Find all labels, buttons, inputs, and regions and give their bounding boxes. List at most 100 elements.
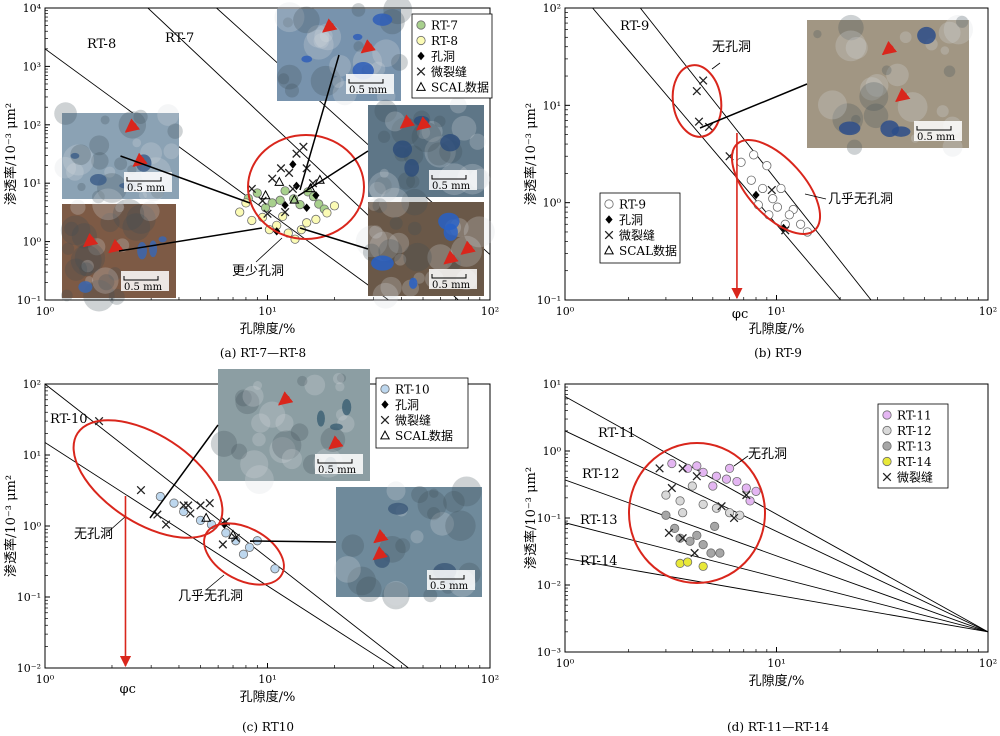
- panel-c-point-微裂缝: [136, 485, 146, 495]
- photo-pore: [78, 281, 93, 293]
- photo-pore: [440, 134, 461, 152]
- photo-grain: [956, 15, 969, 28]
- panel-c-y-tick-label: 10⁻²: [17, 662, 41, 675]
- photo-grain: [423, 588, 438, 603]
- panel-c-phi-c-label: φc: [119, 682, 135, 697]
- photo-red-arrow: [416, 116, 432, 131]
- panel-b-point-微裂缝: [767, 185, 777, 195]
- photo-grain: [846, 139, 863, 155]
- photo-grain: [382, 581, 410, 610]
- panel-b-legend-marker: [604, 230, 614, 240]
- panel-b-y-tick-label: 10¹: [543, 99, 561, 112]
- panel-b-rt-label: RT-9: [620, 19, 649, 34]
- photo-pore: [70, 152, 80, 159]
- photo-pore: [404, 159, 420, 177]
- panel-d-legend-label: RT-12: [897, 424, 932, 438]
- photo-grain: [138, 191, 147, 200]
- photo-grain: [293, 6, 320, 34]
- panel-c-x-axis-label: 孔隙度/%: [240, 689, 296, 705]
- panel-b-point-RT-9: [795, 219, 806, 229]
- photo-grain: [379, 187, 410, 218]
- photo-leader-line: [699, 83, 808, 129]
- panel-b-y-tick-label: 10⁻¹: [537, 294, 561, 307]
- photo-grain: [407, 221, 422, 236]
- panel-b-leader: [711, 62, 721, 70]
- photo-grain: [377, 130, 391, 143]
- photo-grain: [899, 31, 912, 44]
- panel-d-point-微裂缝: [692, 471, 702, 481]
- panel-a-point-孔洞: [289, 160, 297, 169]
- panel-a-legend-marker: [416, 20, 426, 30]
- panel-b-point-RT-9: [749, 150, 759, 160]
- panel-d-point-RT-11: [692, 461, 702, 471]
- panel-a-y-tick-label: 10⁻¹: [17, 294, 41, 307]
- photo-grain: [281, 448, 303, 470]
- panel-a-legend-marker: [416, 67, 426, 76]
- photo-grain: [274, 2, 305, 33]
- scale-bar-box: [429, 170, 477, 190]
- panel-d-rt-label: RT-11: [598, 426, 636, 441]
- panel-a-y-tick-label: 10¹: [23, 177, 41, 190]
- photo-grain: [304, 374, 326, 396]
- panel-c-annotation: 几乎无孔洞: [178, 589, 243, 604]
- photo-grain: [108, 267, 122, 281]
- photo-grain: [411, 486, 429, 504]
- panel-a-point-RT-8: [329, 201, 340, 211]
- panel-c-y-tick-label: 10¹: [23, 449, 41, 462]
- panel-d-rt-line: [565, 479, 988, 633]
- panel-a-point-微裂缝: [280, 207, 290, 217]
- photo-grain: [157, 104, 179, 126]
- photo-grain: [89, 135, 110, 156]
- photo-grain: [394, 253, 407, 266]
- photo-grain: [277, 64, 302, 90]
- panel-b-y-tick-label: 10²: [543, 2, 561, 15]
- panel-d-legend-label: RT-14: [897, 455, 932, 469]
- panel-d-x-tick-label: 10²: [979, 657, 997, 670]
- photo-grain: [410, 530, 424, 544]
- panel-b-leader: [804, 193, 827, 200]
- scale-bar-label: 0.5 mm: [432, 181, 471, 192]
- panel-d-rt-lines: [565, 396, 988, 633]
- photo-grain: [881, 65, 892, 76]
- panel-c-point-微裂缝: [161, 520, 171, 529]
- photo-grain: [374, 99, 398, 123]
- photo-grain: [389, 216, 403, 230]
- panel-a-annotation-leader: [255, 237, 283, 263]
- panel-b-legend-label: 孔洞: [619, 213, 643, 227]
- photo-grain: [278, 73, 290, 85]
- panel-a-legend-label: SCAL数据: [431, 80, 489, 95]
- photo-grain: [865, 74, 889, 97]
- photo-pore: [342, 399, 352, 416]
- panel-a-y-tick-label: 10⁰: [23, 236, 42, 249]
- photo-grain: [368, 171, 400, 203]
- photo-grain: [70, 244, 102, 276]
- photo-pore: [838, 121, 861, 136]
- panel-d-point-RT-13: [698, 540, 708, 550]
- panel-c-legend-marker: [379, 430, 391, 440]
- photo-grain: [139, 201, 160, 222]
- photo-grain: [369, 225, 383, 239]
- photo-pore: [149, 240, 158, 258]
- panel-d-y-tick-label: 10¹: [543, 378, 561, 391]
- thin-section-photo: 0.5 mm: [334, 476, 482, 610]
- panel-c-point-微裂缝: [205, 498, 214, 508]
- panel-b-point-RT-9: [758, 183, 768, 194]
- scale-bar-label: 0.5 mm: [430, 581, 469, 592]
- photo-grain: [332, 372, 345, 385]
- panel-b-legend-label: RT-9: [619, 198, 646, 212]
- panel-c-rt-label: RT-10: [50, 412, 88, 427]
- panel-c-x-tick-label: 10¹: [258, 673, 276, 686]
- photo-grain: [341, 534, 365, 557]
- panel-d-point-RT-12: [711, 503, 722, 513]
- panel-d-legend-marker: [882, 472, 892, 482]
- panel-a-point-RT-7: [267, 198, 277, 208]
- photo-red-arrow: [895, 87, 911, 103]
- panel-b-point-RT-9: [776, 183, 786, 194]
- panel-c-legend-label: SCAL数据: [395, 428, 453, 443]
- photo-grain: [329, 54, 351, 77]
- photo-grain: [451, 476, 482, 507]
- photo-pore: [330, 423, 343, 431]
- panel-d-point-RT-11: [711, 471, 722, 481]
- panel-d-point-微裂缝: [664, 528, 674, 538]
- photo-grain: [104, 166, 116, 178]
